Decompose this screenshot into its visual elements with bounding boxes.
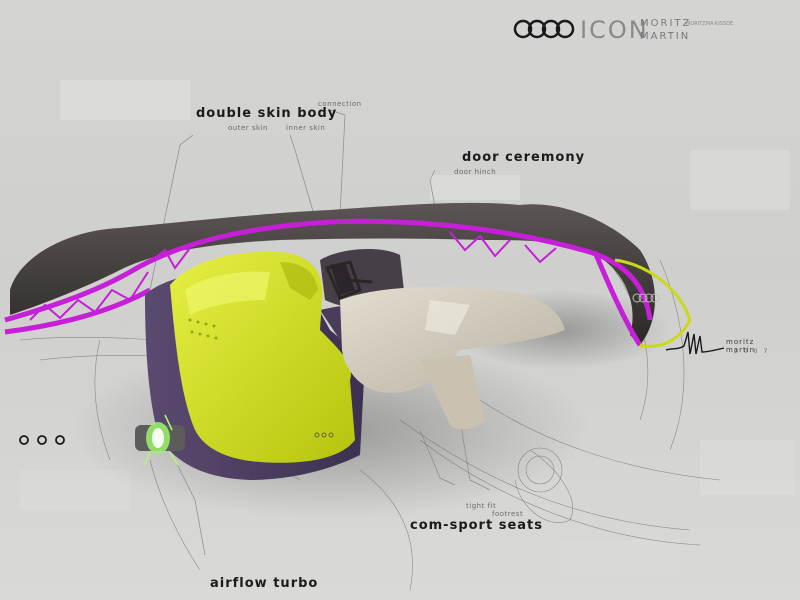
label-door-hinch: door hinch — [454, 168, 497, 176]
label-tight-fit: tight fit — [466, 502, 497, 510]
designer-first-name: MORITZ — [640, 18, 692, 29]
label-double-skin-body: double skin body — [196, 106, 338, 121]
designer-signature: moritz martin 2007 — [662, 326, 772, 362]
rings-logo-icon — [513, 19, 575, 39]
label-com-sport-seats: com-sport seats — [410, 518, 543, 533]
label-airflow-turbo: airflow turbo — [210, 576, 319, 591]
label-door-ceremony: door ceremony — [462, 150, 586, 165]
three-dots-icon — [19, 435, 65, 445]
label-connection: connection — [318, 100, 362, 108]
signature-scribble-icon — [665, 331, 725, 355]
brand-wordmark: ICON — [580, 16, 649, 44]
signature-name: moritz martin — [726, 338, 756, 354]
label-outer-skin: outer skin — [228, 124, 268, 132]
signature-year: 2007 — [734, 348, 774, 355]
label-inner-skin: inner skin — [286, 124, 326, 132]
label-footrest: footrest — [492, 510, 524, 518]
brand-note: MORITZMA·KISSDE — [686, 21, 734, 27]
designer-last-name: MARTIN — [640, 31, 691, 42]
brand-block: ICON MORITZ MARTIN MORITZMA·KISSDE — [512, 12, 734, 52]
